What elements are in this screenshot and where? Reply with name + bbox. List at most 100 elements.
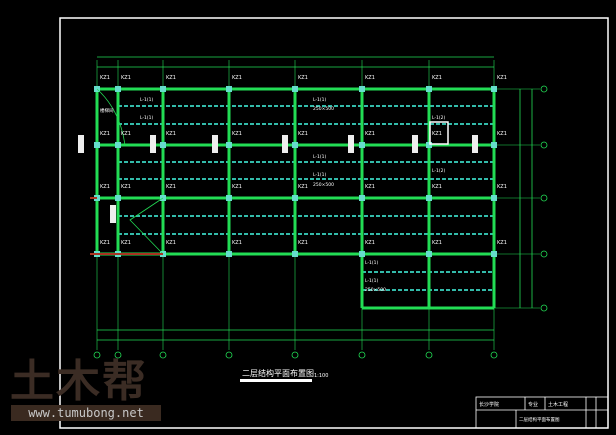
column-label: KZ1 [497, 240, 507, 246]
column-label: KZ1 [365, 131, 375, 137]
beam-label: L-1(1) [140, 97, 154, 103]
column-label: KZ1 [166, 75, 176, 81]
column-node [226, 86, 232, 92]
title-block-drawing-name: 二层结构平面布置图 [519, 416, 560, 423]
axis-bubble [540, 304, 548, 312]
column-label: KZ1 [166, 131, 176, 137]
section-mark [282, 135, 288, 153]
column-node [226, 142, 232, 148]
column-label: KZ1 [298, 131, 308, 137]
column-label: KZ1 [100, 131, 110, 137]
axis-bubble [540, 141, 548, 149]
title-block [475, 396, 609, 429]
column-node [94, 142, 100, 148]
axis-bubble [159, 351, 167, 359]
section-mark [78, 135, 84, 153]
title-underline [240, 379, 312, 382]
column-label: KZ1 [232, 75, 242, 81]
stair-line [129, 197, 164, 255]
beam-label: 250×500 [313, 182, 334, 188]
column-label: KZ1 [432, 184, 442, 190]
column-label: KZ1 [100, 240, 110, 246]
column-node [491, 251, 497, 257]
column-node [115, 142, 121, 148]
beam-label: L-1(2) [432, 168, 446, 174]
column-node [226, 251, 232, 257]
axis-bubble [93, 351, 101, 359]
column-label: KZ1 [432, 131, 442, 137]
axis-bubble [490, 351, 498, 359]
column-node [426, 86, 432, 92]
watermark-logo: 土木帮 [10, 356, 148, 407]
axis-bubble [425, 351, 433, 359]
column-label: KZ1 [432, 240, 442, 246]
column-label: KZ1 [365, 184, 375, 190]
column-node [115, 195, 121, 201]
beam-label: L-1(1) [313, 97, 327, 103]
column-label: KZ1 [232, 184, 242, 190]
drawing-title: 二层结构平面布置图 [242, 368, 314, 378]
column-label: KZ1 [232, 240, 242, 246]
column-node [359, 142, 365, 148]
section-mark [110, 205, 116, 223]
column-node [292, 195, 298, 201]
section-mark [412, 135, 418, 153]
column-label: KZ1 [232, 131, 242, 137]
column-node [426, 251, 432, 257]
column-node [359, 195, 365, 201]
column-label: KZ1 [365, 75, 375, 81]
title-block-school: 长沙学院 [479, 401, 499, 408]
column-node [359, 251, 365, 257]
column-label: KZ1 [298, 184, 308, 190]
column-label: KZ1 [166, 240, 176, 246]
beam-label: L-1(1) [140, 115, 154, 121]
column-label: KZ1 [298, 75, 308, 81]
axis-bubble [225, 351, 233, 359]
column-node [426, 142, 432, 148]
drawing-frame [59, 17, 609, 429]
axis-bubble [540, 250, 548, 258]
column-label: KZ1 [497, 75, 507, 81]
axis-bubble [540, 85, 548, 93]
section-mark [150, 135, 156, 153]
beam-label: L-1(1) [313, 154, 327, 160]
column-label: KZ1 [497, 131, 507, 137]
beam-label: L-1(1) [365, 278, 379, 284]
axis-bubble [540, 194, 548, 202]
section-mark [212, 135, 218, 153]
column-label: KZ1 [121, 184, 131, 190]
column-node [226, 195, 232, 201]
column-label: KZ1 [497, 184, 507, 190]
column-node [160, 86, 166, 92]
column-label: KZ1 [100, 75, 110, 81]
column-label: KZ1 [166, 184, 176, 190]
column-node [359, 86, 365, 92]
column-label: KZ1 [298, 240, 308, 246]
drawing-scale: 1:100 [314, 373, 328, 379]
column-label: KZ1 [121, 75, 131, 81]
column-node [292, 86, 298, 92]
column-node [292, 142, 298, 148]
column-label: KZ1 [365, 240, 375, 246]
section-mark [348, 135, 354, 153]
stair-opening [429, 121, 449, 145]
axis-bubble [114, 351, 122, 359]
column-label: KZ1 [100, 184, 110, 190]
beam-label: 250×500 [313, 106, 334, 112]
column-node [491, 142, 497, 148]
column-node [491, 86, 497, 92]
column-node [160, 142, 166, 148]
section-mark [472, 135, 478, 153]
column-node [292, 251, 298, 257]
axis-bubble [291, 351, 299, 359]
beam-label: L-1(2) [432, 115, 446, 121]
column-node [491, 195, 497, 201]
beam-label: 250×500 [365, 287, 386, 293]
column-label: KZ1 [121, 131, 131, 137]
title-block-major-label: 专业 [528, 401, 538, 408]
stair-label: 楼梯间 [100, 107, 114, 114]
structural-grid [78, 56, 548, 359]
title-block-major: 土木工程 [548, 401, 568, 408]
